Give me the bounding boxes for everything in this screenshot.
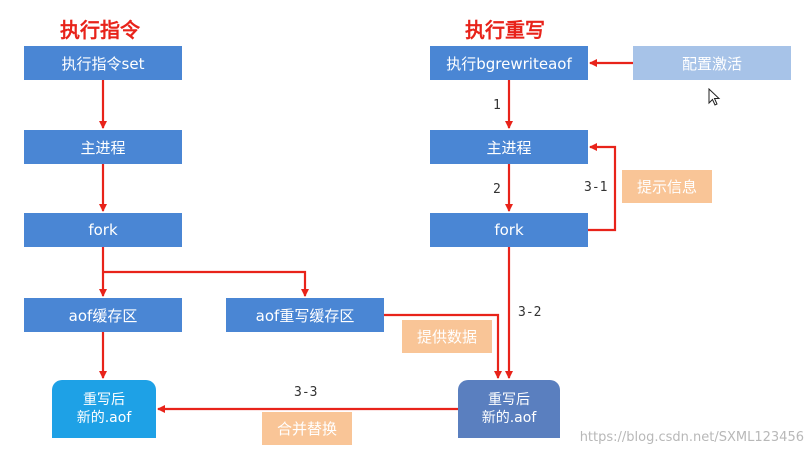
- arrow-fork-hint-to-main: [588, 143, 617, 232]
- right-fork-box: fork: [430, 213, 588, 247]
- exec-set-box: 执行指令set: [24, 46, 182, 80]
- config-activate-box: 配置激活: [633, 46, 791, 80]
- new-aof-left-line1: 重写后: [83, 392, 125, 408]
- step-label-3-3: 3-3: [294, 385, 318, 400]
- exec-bgrewriteaof-box: 执行bgrewriteaof: [430, 46, 588, 80]
- left-fork-box: fork: [24, 213, 182, 247]
- left-title: 执行指令: [60, 18, 140, 42]
- step-label-3-2: 3-2: [518, 305, 542, 320]
- step-label-3-1: 3-1: [584, 180, 608, 195]
- new-aof-file-right: 重写后 新的.aof: [458, 380, 560, 438]
- new-aof-right-line1: 重写后: [488, 392, 530, 408]
- aof-rewrite-buffer-box: aof重写缓存区: [226, 298, 384, 332]
- new-aof-right-line2: 新的.aof: [481, 410, 537, 426]
- arrow-fork-to-rewrite-buffer: [103, 270, 309, 297]
- merge-replace-tag: 合并替换: [262, 412, 352, 445]
- arrow-rewrite-buffer-to-new-aof: [384, 313, 502, 379]
- mouse-cursor-icon: [708, 88, 721, 106]
- watermark: https://blog.csdn.net/SXML123456: [579, 430, 804, 445]
- right-main-process-box: 主进程: [430, 130, 588, 164]
- provide-data-tag: 提供数据: [402, 320, 492, 353]
- step-label-1: 1: [493, 98, 501, 113]
- new-aof-file-left: 重写后 新的.aof: [52, 380, 156, 438]
- hint-info-tag: 提示信息: [622, 170, 712, 203]
- aof-buffer-box: aof缓存区: [24, 298, 182, 332]
- new-aof-left-line2: 新的.aof: [76, 410, 132, 426]
- right-title: 执行重写: [465, 18, 545, 42]
- left-main-process-box: 主进程: [24, 130, 182, 164]
- step-label-2: 2: [493, 182, 501, 197]
